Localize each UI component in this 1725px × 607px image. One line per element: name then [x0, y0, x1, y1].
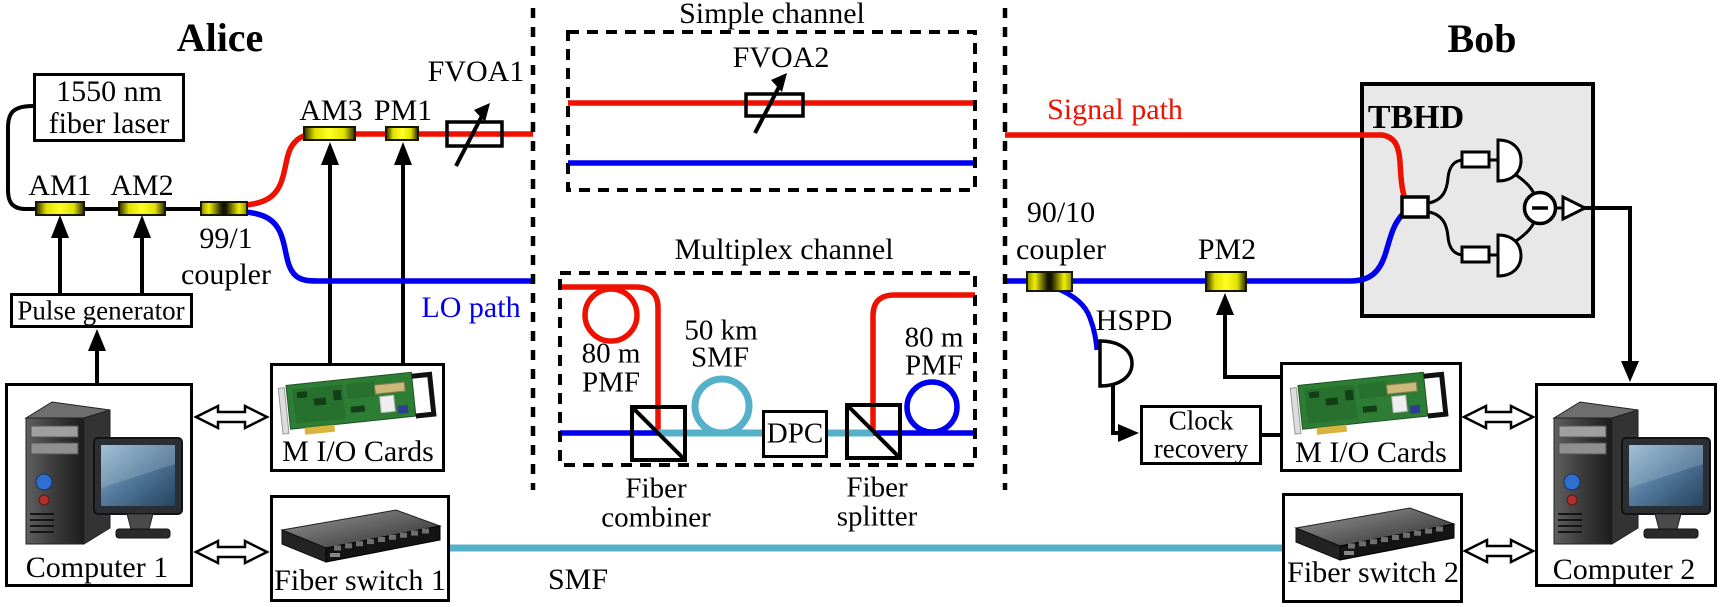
- arrowhead-computer2: [1621, 361, 1639, 382]
- pmf-coil-left-icon: [582, 286, 640, 344]
- tbhd-label: TBHD: [1367, 99, 1465, 136]
- double-arrow-computer1-switch1: [193, 538, 270, 566]
- pulse-generator-box: [10, 293, 193, 328]
- fvoa2-arrow: [753, 82, 783, 134]
- coupler-99-1-word-label: coupler: [181, 258, 271, 291]
- hspd-branch-fiber: [1055, 285, 1100, 351]
- am1-label: AM1: [28, 169, 92, 202]
- am1-block: [35, 201, 85, 216]
- bob-signal-fiber: [1005, 132, 1409, 203]
- simple-channel-title: Simple channel: [679, 0, 865, 30]
- hspd-label: HSPD: [1095, 304, 1173, 337]
- double-arrow-computer1-mio: [193, 403, 270, 431]
- arrowhead-pulse: [88, 329, 106, 351]
- clock-recovery-label-line2: recovery: [1153, 433, 1249, 464]
- signal-path-label: Signal path: [1047, 93, 1183, 126]
- pulse-generator-label: Pulse generator: [17, 295, 185, 326]
- smf-spool-label-line2: SMF: [690, 341, 750, 374]
- laser-label-line1: 1550 nm: [56, 75, 162, 108]
- arrowhead-pm2: [1216, 293, 1234, 315]
- fvoa1-arrow: [454, 111, 486, 167]
- hspd-detector-icon: [1098, 339, 1134, 388]
- pmf-right-label-line1: 80 m: [904, 321, 964, 354]
- fiber-splitter-label-line2: splitter: [836, 500, 918, 533]
- pm1-label: PM1: [373, 94, 433, 127]
- io-card1-image: [277, 371, 437, 435]
- smf-coil-icon: [691, 375, 753, 437]
- arrowhead-pm1: [394, 142, 412, 165]
- fiber-splitter-label-line1: Fiber: [846, 471, 908, 504]
- fiber-switch2-label: Fiber switch 2: [1287, 556, 1459, 589]
- fvoa1-arrowhead: [474, 103, 490, 122]
- computer1-image: [24, 401, 183, 545]
- coupler-90-10-ratio-label: 90/10: [1026, 196, 1096, 229]
- pm2-block: [1205, 271, 1247, 292]
- coupler-90-10-block: [1026, 271, 1073, 292]
- fiber-combiner-label-line1: Fiber: [625, 472, 687, 505]
- fiber-combiner-icon: [630, 405, 687, 462]
- clock-recovery-label-line1: Clock: [1168, 405, 1234, 436]
- am2-label: AM2: [110, 169, 174, 202]
- fiber-switch1-label: Fiber switch 1: [274, 564, 446, 597]
- computer2-label: Computer 2: [1552, 553, 1696, 586]
- hspd-clock-wire: [1111, 385, 1130, 435]
- am2-block: [118, 201, 166, 216]
- lo-path-label: LO path: [421, 291, 521, 324]
- am3-block: [303, 126, 356, 141]
- alice-lo-fiber: [245, 209, 533, 284]
- smf-link-label: SMF: [547, 563, 609, 596]
- fiber-splitter-diagonal: [845, 403, 902, 460]
- switch1-image: [280, 509, 442, 563]
- arrowhead-clock: [1118, 424, 1139, 442]
- clock-recovery-box: [1140, 405, 1262, 465]
- pmf-right-label-line2: PMF: [904, 349, 964, 382]
- arrowhead-am3: [321, 142, 339, 165]
- arrowhead-am2: [133, 215, 151, 238]
- coupler-99-1-ratio-label: 99/1: [199, 222, 253, 255]
- coupler-90-10-word-label: coupler: [1016, 233, 1106, 266]
- double-arrow-mio2-computer2: [1461, 403, 1536, 431]
- pm2-drive-wire: [1223, 300, 1280, 379]
- laser-label-line2: fiber laser: [48, 107, 170, 140]
- bob-title: Bob: [1447, 16, 1517, 61]
- am3-label: AM3: [299, 94, 363, 127]
- alice-signal-fiber: [245, 131, 533, 208]
- dpc-label: DPC: [766, 417, 824, 450]
- double-arrow-switch2-computer2: [1462, 537, 1536, 565]
- pmf-left-label-line1: 80 m: [581, 337, 641, 370]
- fvoa2-label: FVOA2: [732, 41, 830, 74]
- computer1-label: Computer 1: [25, 551, 169, 584]
- pmf-left-label-line2: PMF: [581, 366, 641, 399]
- fiber-combiner-diagonal: [630, 405, 687, 462]
- multiplex-channel-title: Multiplex channel: [674, 233, 894, 266]
- fiber-combiner-label-line2: combiner: [601, 501, 711, 534]
- pm1-block: [385, 126, 419, 141]
- fiber-splitter-icon: [845, 403, 902, 460]
- io-card2-image: [1289, 371, 1449, 435]
- mio-cards1-label: M I/O Cards: [282, 435, 434, 468]
- mio-cards2-label: M I/O Cards: [1295, 436, 1447, 469]
- fvoa1-label: FVOA1: [427, 55, 525, 88]
- fvoa2-arrowhead: [771, 73, 787, 92]
- coupler-99-1-block: [200, 201, 248, 216]
- computer2-image: [1552, 401, 1711, 545]
- arrowhead-am1: [51, 215, 69, 238]
- switch2-image: [1294, 507, 1456, 561]
- pmf-coil-right-icon: [904, 379, 960, 435]
- alice-title: Alice: [176, 15, 264, 60]
- fvoa2-icon: [744, 92, 805, 118]
- fvoa1-icon: [445, 120, 504, 148]
- pm2-label: PM2: [1197, 233, 1257, 266]
